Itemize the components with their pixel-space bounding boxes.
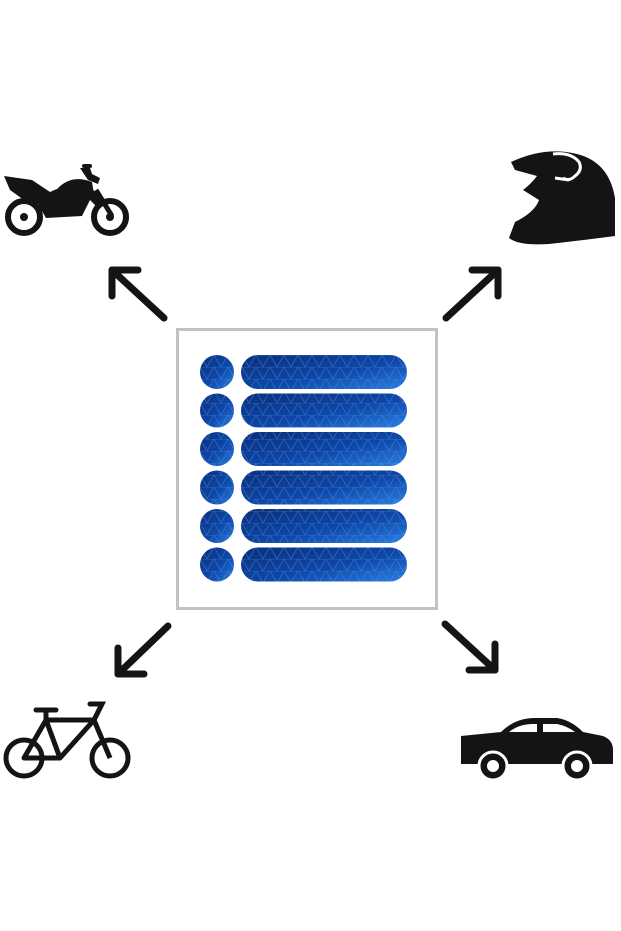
- reflector-circle-texture: [200, 393, 234, 428]
- arrow-down-right-icon: [437, 616, 503, 678]
- product-image-frame: [176, 328, 438, 610]
- reflector-circle-texture: [200, 509, 234, 543]
- reflector-strip-texture: [241, 509, 407, 543]
- arrow-up-left-icon: [104, 262, 170, 324]
- reflector-circle-texture: [200, 432, 234, 466]
- reflector-circle-texture: [200, 470, 234, 505]
- bicycle-icon: [2, 698, 132, 782]
- helmet-icon: [505, 148, 620, 248]
- arrow-down-left-icon: [110, 620, 176, 682]
- reflector-circle-texture: [200, 355, 234, 389]
- reflector-strip-texture: [241, 355, 407, 389]
- reflector-strip-texture: [241, 470, 407, 505]
- reflector-strip-texture: [241, 547, 407, 582]
- arrow-up-right-icon: [440, 262, 506, 324]
- reflective-sticker-sheet: [200, 355, 407, 582]
- car-icon: [457, 714, 615, 782]
- reflector-circle-texture: [200, 547, 234, 582]
- reflector-strip-texture: [241, 432, 407, 466]
- reflector-strip-texture: [241, 393, 407, 428]
- motorcycle-icon: [2, 160, 132, 240]
